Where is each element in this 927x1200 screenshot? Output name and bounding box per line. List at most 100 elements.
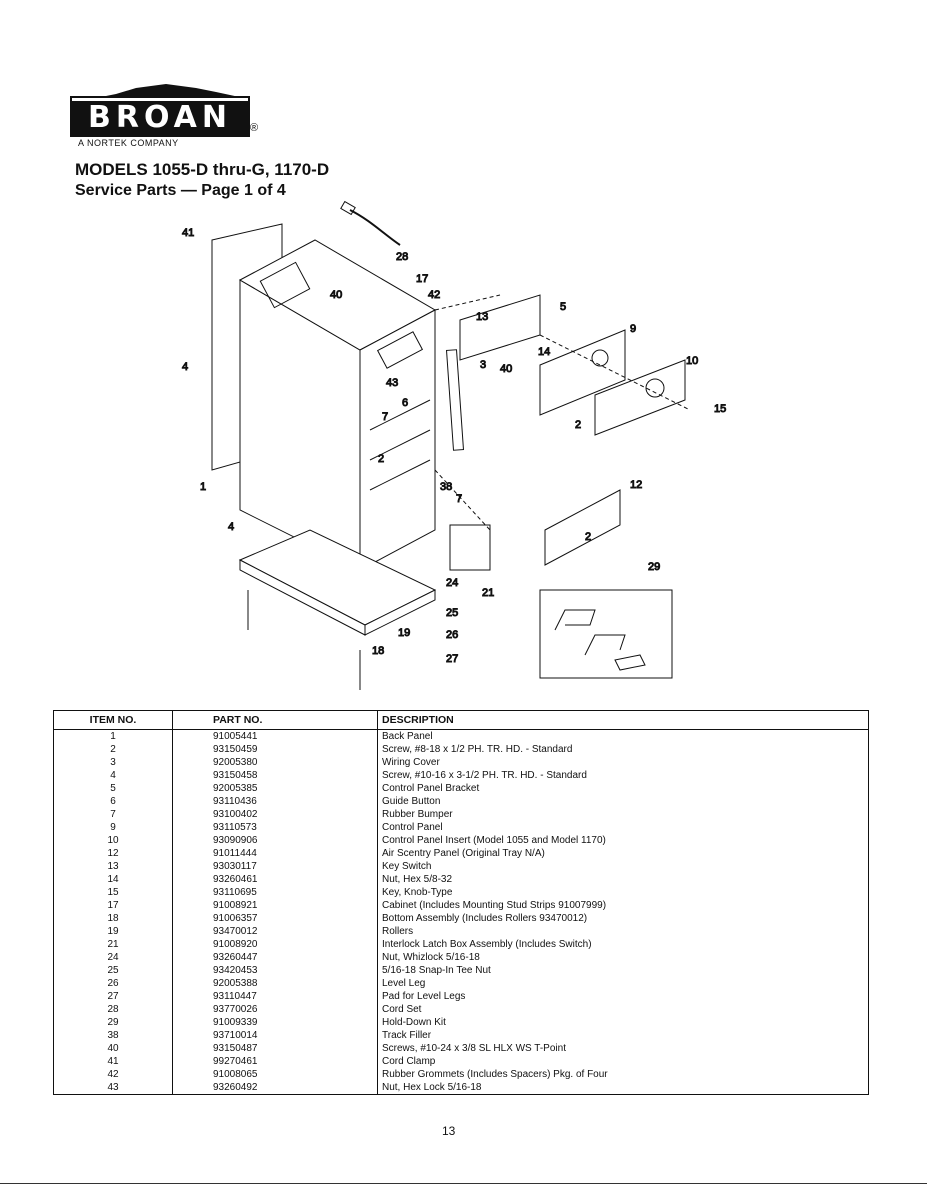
callout-28: 28 [396, 251, 408, 263]
callout-26: 26 [446, 629, 458, 641]
part-no-cell: 93260461 [172, 873, 378, 886]
item-no-cell: 2 [53, 743, 173, 756]
callout-6: 6 [402, 397, 408, 409]
callout-2: 2 [575, 419, 581, 431]
callout-9: 9 [630, 323, 636, 335]
item-no-cell: 5 [53, 782, 173, 795]
part-no-cell: 93710014 [172, 1029, 378, 1042]
cord-set-shape [349, 209, 401, 246]
description-cell: 5/16-18 Snap-In Tee Nut [377, 964, 869, 977]
callout-38: 38 [440, 481, 452, 493]
item-no-cell: 9 [53, 821, 173, 834]
description-cell: Air Scentry Panel (Original Tray N/A) [377, 847, 869, 860]
control-panel-bracket-shape [459, 294, 541, 361]
description-cell: Pad for Level Legs [377, 990, 869, 1003]
callout-2b: 2 [378, 453, 384, 465]
item-no-cell: 43 [53, 1081, 173, 1095]
item-no-cell: 1 [53, 729, 173, 743]
description-cell: Wiring Cover [377, 756, 869, 769]
callout-3: 3 [480, 359, 486, 371]
part-no-cell: 93110447 [172, 990, 378, 1003]
part-no-cell: 93770026 [172, 1003, 378, 1016]
callout-12: 12 [630, 479, 642, 491]
description-cell: Key Switch [377, 860, 869, 873]
item-no-cell: 13 [53, 860, 173, 873]
callout-7: 7 [382, 411, 388, 423]
part-no-cell: 91006357 [172, 912, 378, 925]
item-no-cell: 28 [53, 1003, 173, 1016]
callout-14: 14 [538, 346, 550, 358]
item-no-cell: 18 [53, 912, 173, 925]
item-no-cell: 19 [53, 925, 173, 938]
item-no-cell: 7 [53, 808, 173, 821]
description-cell: Rollers [377, 925, 869, 938]
description-cell: Level Leg [377, 977, 869, 990]
description-cell: Cord Clamp [377, 1055, 869, 1068]
part-no-cell: 93030117 [172, 860, 378, 873]
callout-17: 17 [416, 273, 428, 285]
bottom-rule [0, 1183, 927, 1184]
hold-down-kit-box [539, 589, 673, 679]
callout-19: 19 [398, 627, 410, 639]
callout-40: 40 [330, 289, 342, 301]
description-cell: Interlock Latch Box Assembly (Includes S… [377, 938, 869, 951]
item-no-cell: 17 [53, 899, 173, 912]
item-no-cell: 29 [53, 1016, 173, 1029]
description-cell: Cabinet (Includes Mounting Stud Strips 9… [377, 899, 869, 912]
part-no-cell: 93110436 [172, 795, 378, 808]
description-cell: Screw, #10-16 x 3-1/2 PH. TR. HD. - Stan… [377, 769, 869, 782]
description-cell: Control Panel Bracket [377, 782, 869, 795]
part-no-cell: 91008921 [172, 899, 378, 912]
callout-43: 43 [386, 377, 398, 389]
part-no-cell: 91009339 [172, 1016, 378, 1029]
description-cell: Back Panel [377, 729, 869, 743]
part-no-cell: 93100402 [172, 808, 378, 821]
part-no-cell: 99270461 [172, 1055, 378, 1068]
callout-21: 21 [482, 587, 494, 599]
page-number: 13 [442, 1124, 456, 1138]
item-no-cell: 15 [53, 886, 173, 899]
item-no-cell: 42 [53, 1068, 173, 1081]
control-panel-insert-shape [594, 359, 686, 436]
description-cell: Bottom Assembly (Includes Rollers 934700… [377, 912, 869, 925]
item-no-cell: 12 [53, 847, 173, 860]
item-no-cell: 14 [53, 873, 173, 886]
callout-10: 10 [686, 355, 698, 367]
item-no-cell: 41 [53, 1055, 173, 1068]
item-no-cell: 27 [53, 990, 173, 1003]
item-no-cell: 26 [53, 977, 173, 990]
latch-box-shape [449, 524, 491, 571]
document-subtitle: Service Parts — Page 1 of 4 [75, 182, 286, 199]
broan-logo: BROAN ® A NORTEK COMPANY [70, 84, 262, 154]
callout-41: 41 [182, 227, 194, 239]
logo-tagline: A NORTEK COMPANY [78, 138, 179, 148]
callout-42: 42 [428, 289, 440, 301]
description-cell: Rubber Bumper [377, 808, 869, 821]
part-no-cell: 93150459 [172, 743, 378, 756]
part-no-cell: 91005441 [172, 729, 378, 743]
callout-29: 29 [648, 561, 660, 573]
callout-2c: 2 [585, 531, 591, 543]
part-no-cell: 93110573 [172, 821, 378, 834]
description-cell: Track Filler [377, 1029, 869, 1042]
part-no-cell: 91008065 [172, 1068, 378, 1081]
callout-13: 13 [476, 311, 488, 323]
part-no-cell: 93090906 [172, 834, 378, 847]
description-cell: Guide Button [377, 795, 869, 808]
